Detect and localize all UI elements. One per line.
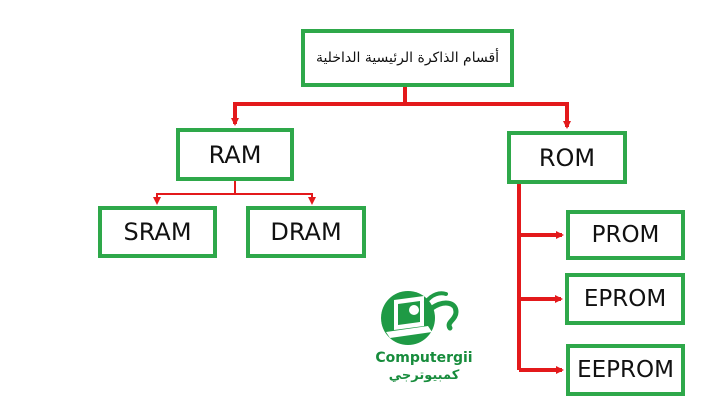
node-sram: SRAM — [98, 206, 217, 258]
connector-root-ram — [231, 87, 407, 126]
node-dram: DRAM — [246, 206, 366, 258]
node-eprom: EPROM — [565, 273, 685, 325]
connector-ram-sram — [153, 181, 236, 205]
node-ram: RAM — [176, 128, 294, 181]
node-eeprom: EEPROM — [566, 344, 685, 396]
node-prom-label: PROM — [591, 222, 660, 248]
node-root-internal-memory: أقسام الذاكرة الرئيسية الداخلية — [301, 29, 514, 87]
node-sram-label: SRAM — [123, 218, 192, 246]
connector-ram-dram — [235, 193, 316, 205]
node-eeprom-label: EEPROM — [577, 357, 674, 383]
node-rom-label: ROM — [538, 143, 596, 172]
node-dram-label: DRAM — [270, 218, 342, 246]
node-prom: PROM — [566, 210, 685, 260]
computergii-logo: Computergii كمبيوترجي — [372, 282, 476, 394]
connector-root-rom — [405, 102, 571, 129]
node-rom: ROM — [507, 131, 627, 184]
node-eprom-label: EPROM — [583, 286, 667, 312]
logo-text-english: Computergii — [375, 350, 473, 366]
laptop-logo-icon — [381, 291, 459, 345]
node-root-label: أقسام الذاكرة الرئيسية الداخلية — [315, 50, 500, 66]
logo-text-arabic: كمبيوترجي — [388, 368, 460, 383]
node-ram-label: RAM — [208, 140, 262, 169]
